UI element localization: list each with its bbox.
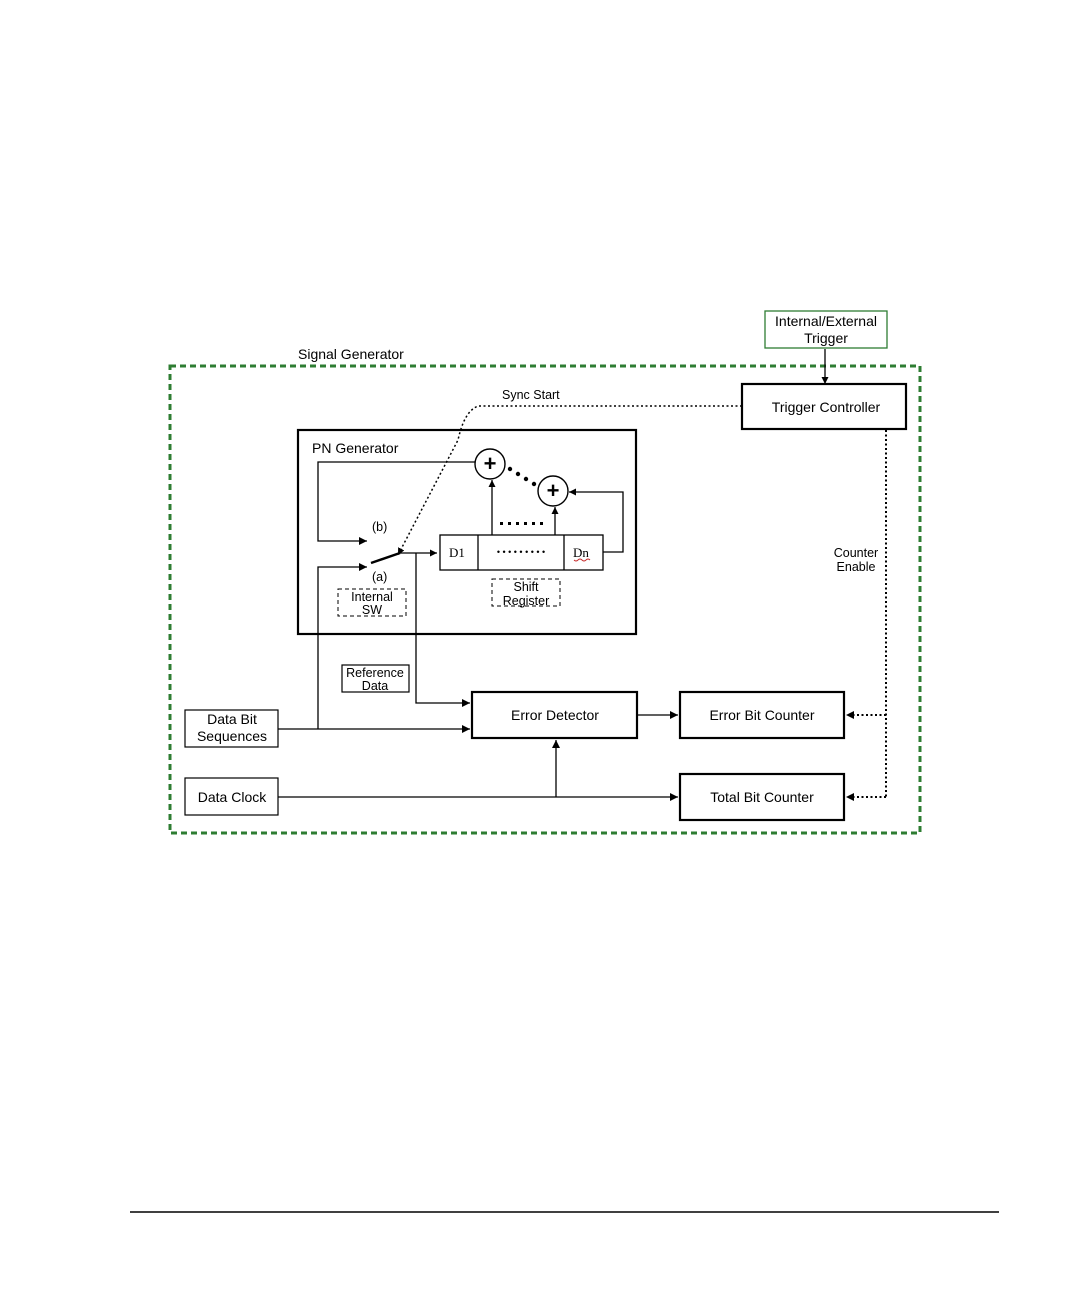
reference-data-line (416, 553, 470, 703)
register-d1: D1 (449, 545, 465, 560)
counter-enable-label-2: Enable (837, 560, 876, 574)
sync-start-label: Sync Start (502, 388, 560, 402)
counter-enable-label-1: Counter (834, 546, 878, 560)
adder-1-symbol: + (484, 451, 497, 476)
pn-generator-label: PN Generator (312, 440, 399, 456)
trigger-source-label-1: Internal/External (775, 313, 877, 329)
data-bit-sequences-label-2: Sequences (197, 728, 267, 744)
signal-generator-label: Signal Generator (298, 346, 404, 362)
switch-a-label: (a) (372, 570, 387, 584)
adder-chain-dots (508, 467, 536, 486)
switch-b-label: (b) (372, 520, 387, 534)
reference-data-label-2: Data (362, 679, 388, 693)
trigger-controller-label: Trigger Controller (772, 399, 881, 415)
tap-dots (500, 522, 543, 525)
shift-register-caption-1: Shift (513, 580, 539, 594)
error-bit-counter-label: Error Bit Counter (709, 707, 814, 723)
trigger-source-label-2: Trigger (804, 330, 848, 346)
data-clock-label: Data Clock (198, 789, 267, 805)
register-middle: • • • • • • • • • (497, 547, 545, 557)
register-dn: Dn (573, 545, 589, 560)
feedback-line (318, 462, 475, 541)
error-detector-label: Error Detector (511, 707, 599, 723)
reference-data-label-1: Reference (346, 666, 404, 680)
data-bit-sequences-label-1: Data Bit (207, 711, 257, 727)
sync-start-line (398, 406, 742, 555)
internal-sw-label-2: SW (362, 603, 382, 617)
internal-sw-label-1: Internal (351, 590, 393, 604)
switch-arm (371, 553, 400, 563)
adder-2-symbol: + (547, 478, 560, 503)
total-bit-counter-label: Total Bit Counter (710, 789, 814, 805)
shift-register-caption-2: Register (503, 594, 550, 608)
